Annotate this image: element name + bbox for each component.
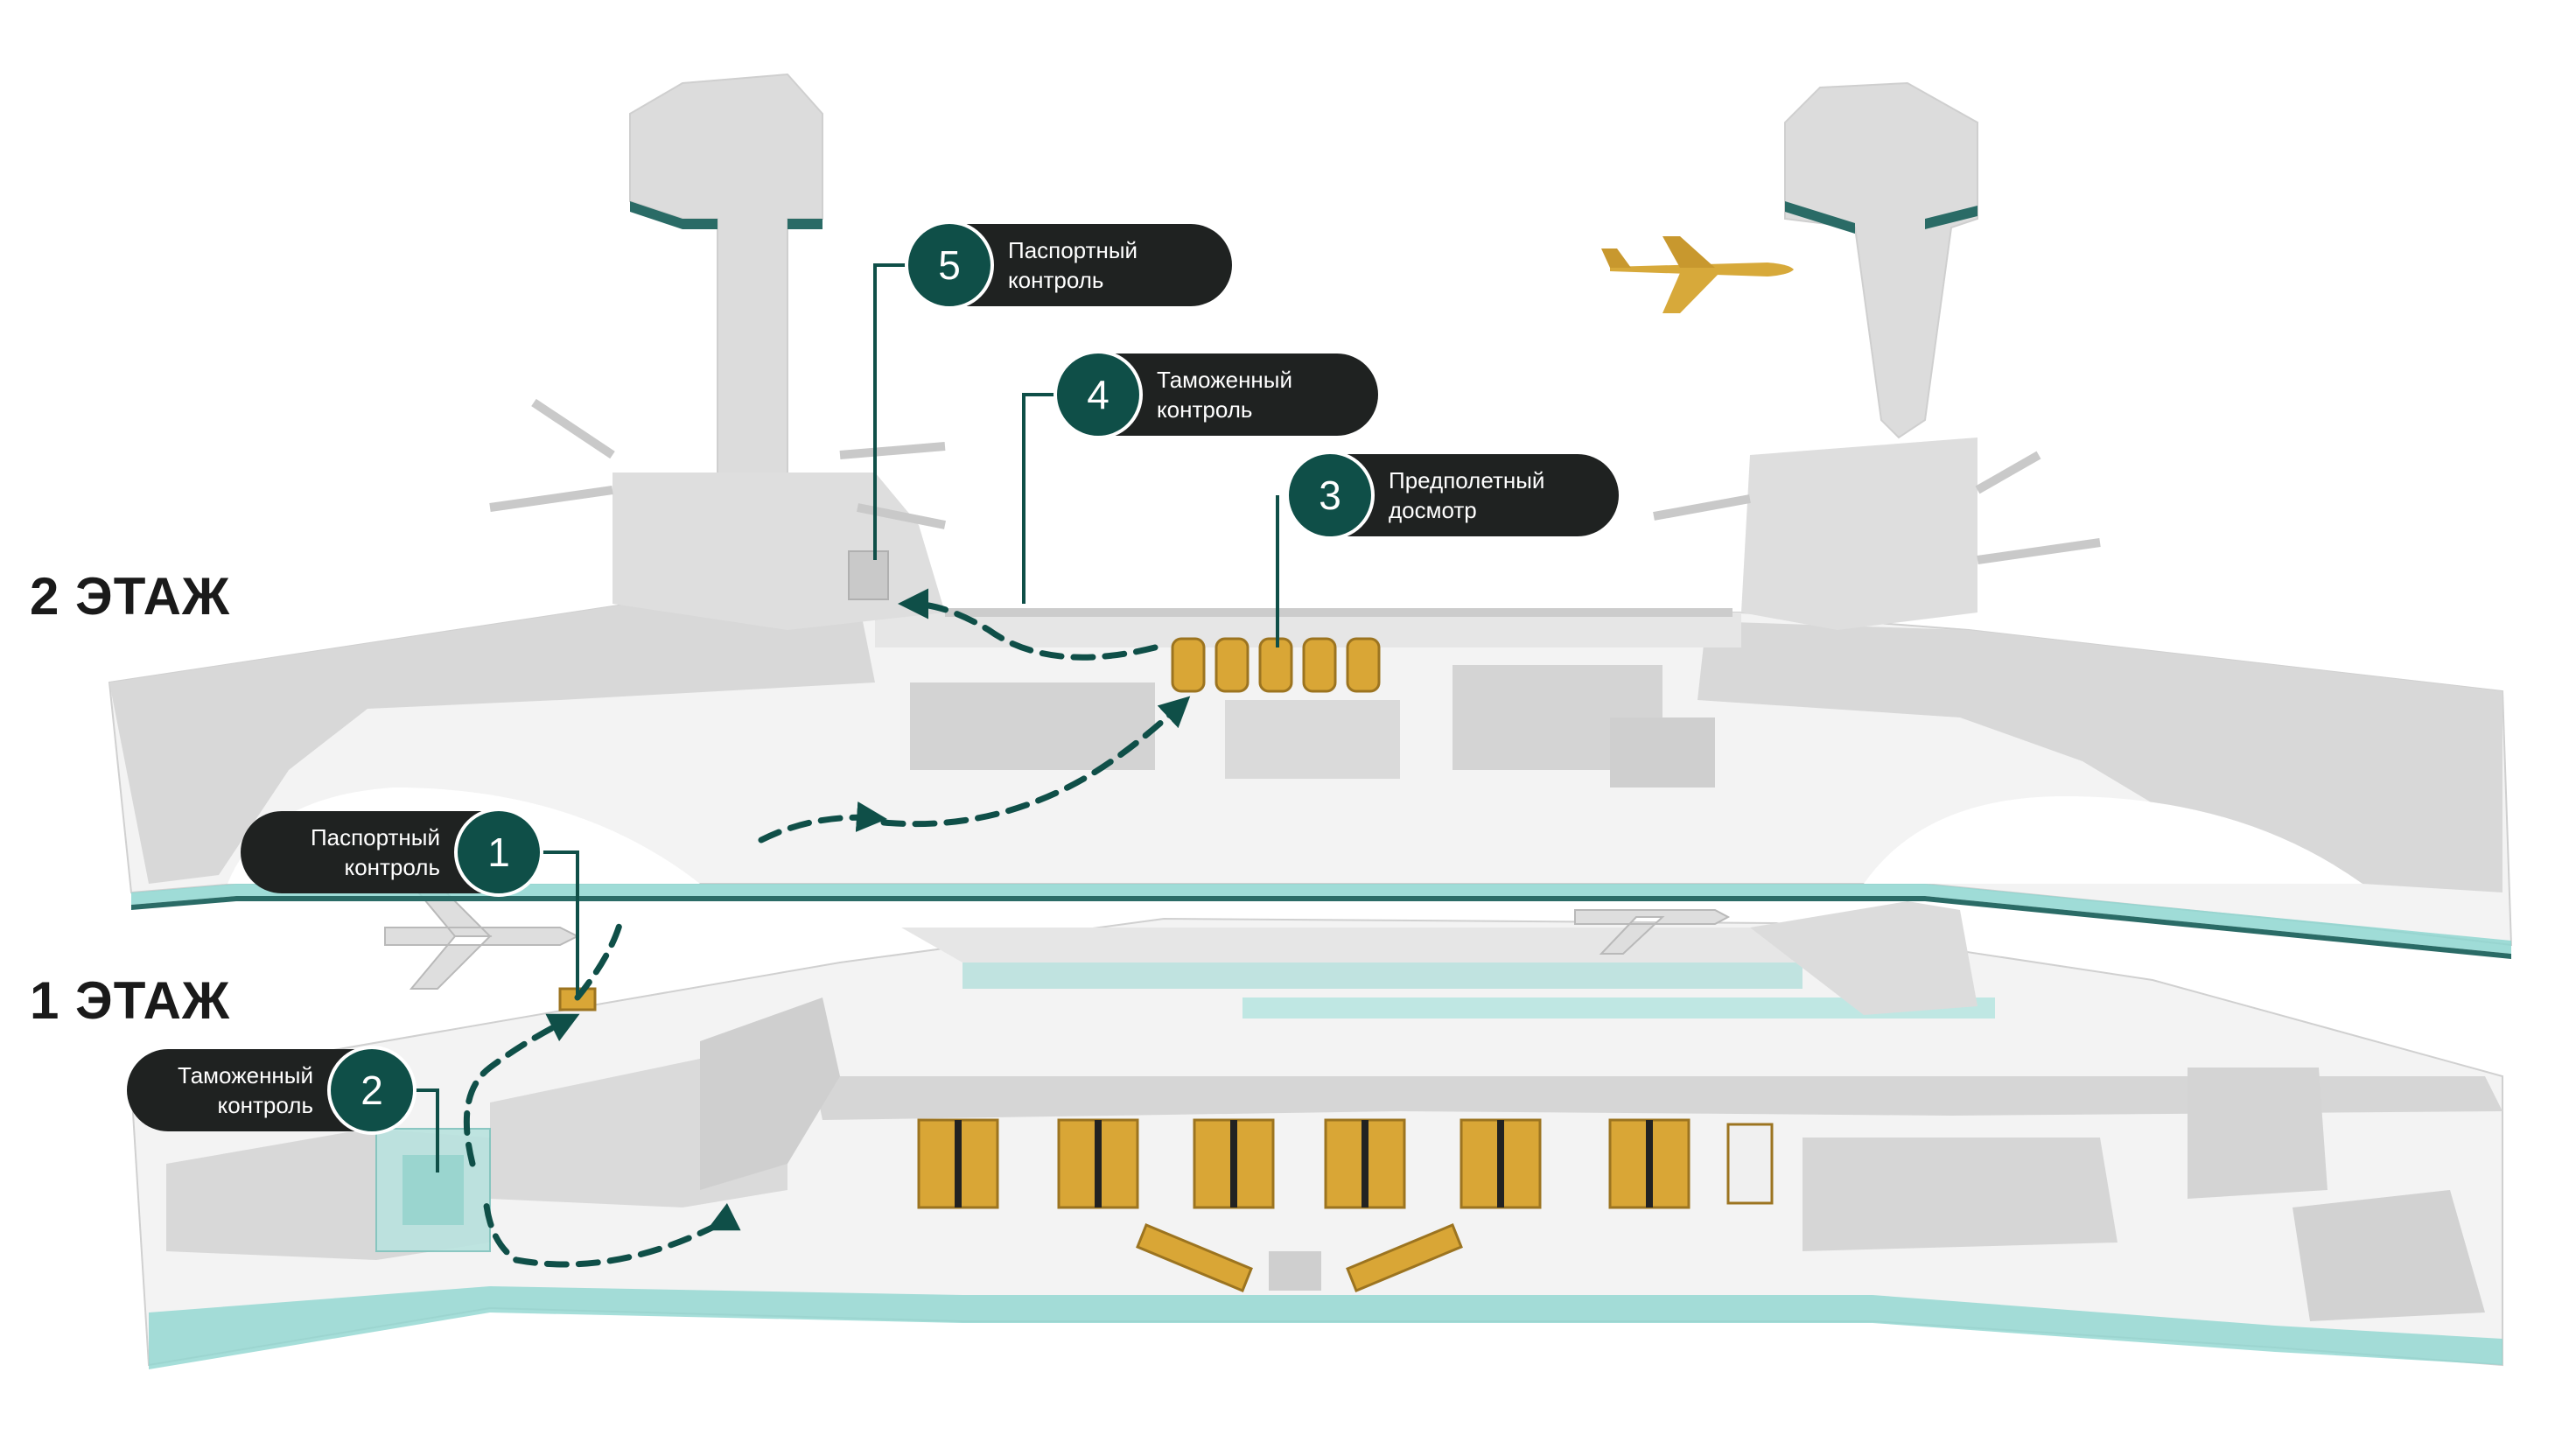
jetways-left [489, 398, 946, 529]
step-1-label: Паспортный контроль [310, 824, 440, 880]
scanner-1 [1171, 637, 1206, 693]
floor-1-upper-wing [901, 928, 1802, 962]
floor-1-glass-wing [962, 962, 1802, 989]
floor-1-corridor [814, 1076, 2502, 1120]
step-5-badge: 5 [905, 220, 994, 310]
pier-left-tower [629, 73, 823, 492]
step-3-badge: 3 [1285, 451, 1375, 540]
route-segment-3 [574, 915, 625, 1001]
floor-2-inner-wall [945, 608, 1732, 617]
pier-left-base [612, 472, 945, 630]
step-3-label: Предполетный досмотр [1389, 467, 1545, 523]
floor-1-right-wing [1750, 901, 1978, 1015]
airplane-icon [1601, 236, 1794, 313]
checkin-islands [917, 1118, 1774, 1209]
escalator-right-floor-1 [1346, 1223, 1463, 1292]
floor-2-wing-left [109, 595, 875, 884]
jetways-right [1653, 451, 2101, 564]
step-3-callout: 3 Предполетный досмотр [1285, 451, 1619, 540]
step-2-badge: 2 [327, 1046, 416, 1135]
scanner-2 [1214, 637, 1250, 693]
step-5-callout: 5 Паспортный контроль [905, 220, 1232, 310]
floor-2-center-block-2 [1225, 700, 1400, 779]
security-scanners [1171, 637, 1381, 693]
checkin-island-7 [1726, 1123, 1774, 1205]
floor-1-glass-front [149, 1286, 2502, 1369]
pier-right-tower [1784, 81, 1978, 439]
step-1-badge: 1 [454, 808, 543, 897]
passenger-route [463, 588, 1191, 1268]
step-4-label: Таможенный контроль [1157, 367, 1292, 423]
floor-2-center-block [910, 682, 1155, 770]
step-4-badge: 4 [1054, 350, 1143, 439]
step-2-callout: Таможенный контроль 2 [127, 1046, 416, 1135]
escalator-left-floor-1 [1136, 1223, 1253, 1292]
step-2-label: Таможенный контроль [178, 1062, 313, 1118]
callout-line-2 [411, 1088, 439, 1172]
step-1-callout: Паспортный контроль 1 [241, 808, 543, 897]
route-segment-6 [898, 588, 1158, 661]
airplane-parked-right [1574, 909, 1731, 955]
callout-line-5 [873, 263, 914, 560]
step-5-label: Паспортный контроль [1008, 237, 1138, 293]
pier-left-tower-glass [630, 201, 718, 229]
pier-right-tower-glass [1785, 201, 1855, 234]
floor-2-right-block-2 [1610, 718, 1715, 788]
info-desk [1269, 1251, 1321, 1291]
floor-1-label: 1 ЭТАЖ [30, 971, 231, 1030]
customs-booth-inner [402, 1155, 464, 1225]
scanner-4 [1302, 637, 1337, 693]
route-segment-5 [880, 696, 1191, 828]
floor-2-inner-corridor [875, 612, 1741, 648]
floor-1-block-right-2 [2188, 1068, 2328, 1199]
floor-1-block-right [1802, 1138, 2118, 1251]
scanner-5 [1346, 637, 1381, 693]
route-segment-2 [463, 1013, 580, 1167]
step-4-callout: 4 Таможенный контроль [1054, 350, 1378, 439]
floor-1 [130, 883, 2503, 1369]
floor-2-wing-right [1698, 621, 2502, 892]
callout-line-4 [1022, 393, 1062, 604]
passport-booth-floor-2 [848, 550, 889, 600]
floor-2-label: 2 ЭТАЖ [30, 567, 231, 626]
callout-line-1 [534, 850, 579, 998]
route-segment-4 [758, 802, 887, 844]
callout-lines [411, 263, 1279, 1172]
floor-2-arch-right [1864, 796, 2362, 884]
floor-1-block-center [700, 998, 840, 1190]
pier-right-tower-glass-r [1925, 206, 1978, 229]
pier-left-tower-glass-r [788, 219, 822, 229]
floor-1-block-right-3 [2292, 1190, 2485, 1321]
pier-right-base [1741, 438, 1978, 630]
